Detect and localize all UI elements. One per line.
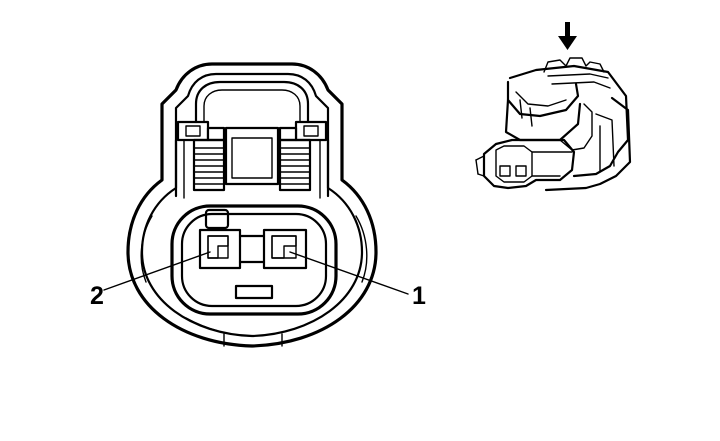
housing-rim <box>140 215 368 337</box>
lock-tab-left <box>176 120 210 142</box>
terminal-cavity-outer <box>170 204 338 316</box>
key-slot-top <box>204 208 230 230</box>
plug-pin-right <box>515 165 527 177</box>
pin-leaders <box>103 251 409 295</box>
leader-line-2 <box>103 251 211 291</box>
terminal-cavity-inner <box>180 212 328 308</box>
guide-ribs-left <box>192 138 226 192</box>
plug-pin-left <box>499 165 511 177</box>
pin-label-1: 1 <box>412 282 426 310</box>
plug-front <box>482 138 576 190</box>
connector-face-view <box>126 62 378 348</box>
leader-line-1 <box>289 251 409 295</box>
housing-outer-outline <box>126 62 378 348</box>
center-latch <box>224 126 280 186</box>
down-arrow-icon <box>558 22 577 50</box>
terminal-2 <box>198 228 242 270</box>
lock-tab-right <box>294 120 328 142</box>
guide-ribs-right <box>278 138 312 192</box>
latch-arch <box>194 80 310 124</box>
key-slot-bottom <box>234 284 274 300</box>
pin-label-2: 2 <box>90 282 104 310</box>
connector-isometric-view <box>475 57 632 192</box>
terminal-1 <box>262 228 308 270</box>
